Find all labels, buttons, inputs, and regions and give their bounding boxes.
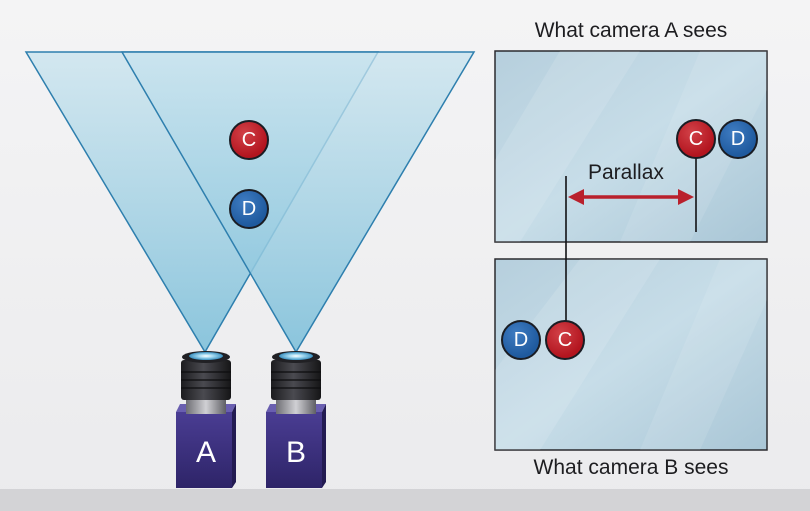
camera-b-view-ball-d: D <box>501 320 541 360</box>
camera-b-view-panel <box>494 258 768 451</box>
bottom-bar <box>0 489 810 511</box>
camera-a-view-ball-c: C <box>676 119 716 159</box>
camera-b-label: B <box>285 436 306 469</box>
camera-b-view-title: What camera B sees <box>533 456 729 479</box>
camera-a <box>176 351 236 488</box>
camera-a-view-title: What camera A sees <box>534 19 728 42</box>
camera-b-view-ball-c: C <box>545 320 585 360</box>
camera-b <box>266 351 326 488</box>
parallax-arrow <box>568 189 694 205</box>
camera-a-label: A <box>195 436 216 469</box>
scene-ball-d: D <box>229 189 269 229</box>
parallax-label: Parallax <box>588 161 664 184</box>
camera-b-view-cone <box>120 51 476 354</box>
camera-a-view-ball-d: D <box>718 119 758 159</box>
scene-ball-c: C <box>229 120 269 160</box>
